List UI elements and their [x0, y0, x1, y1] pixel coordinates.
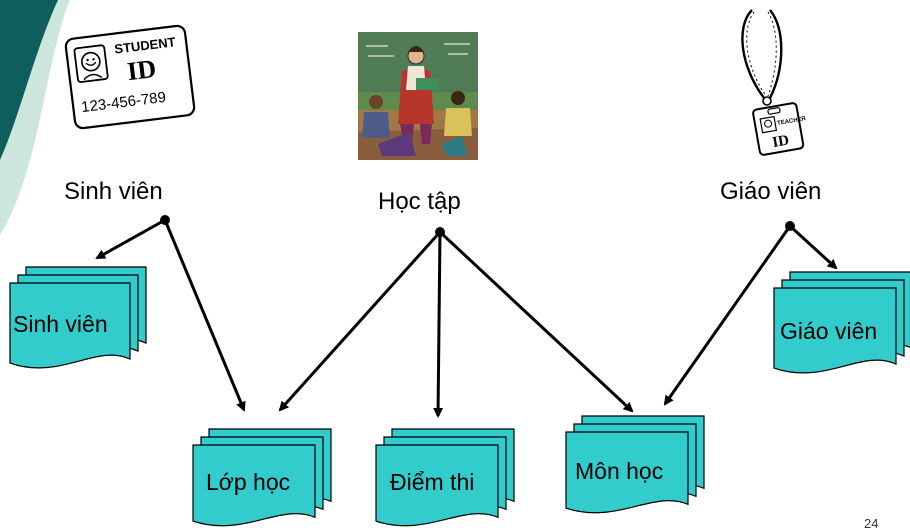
- doc-label-teacher-file: Giáo viên: [780, 318, 878, 344]
- doc-sheet: [565, 431, 689, 514]
- teacher-id-badge-icon: TEACHER ID: [741, 9, 807, 156]
- doc-stack-student-file: [9, 266, 147, 369]
- doc-stack-score-file: [375, 428, 515, 527]
- page-number: 24: [864, 516, 879, 531]
- arrow-study-to-subject: [438, 230, 634, 413]
- arrow-origin-dot: [435, 227, 445, 237]
- doc-label-student-file: Sinh viên: [13, 311, 108, 337]
- doc-sheet: [773, 287, 897, 374]
- arrow-teacher-to-subject: [663, 225, 792, 406]
- doc-sheet: [375, 444, 499, 527]
- doc-label-class-file: Lớp học: [206, 469, 291, 495]
- arrow-study-to-class: [278, 230, 442, 412]
- doc-sheet: [9, 282, 131, 369]
- teacher-badge-id-text: ID: [771, 132, 790, 151]
- doc-sheet: [192, 444, 316, 527]
- doc-stack-teacher-file: [773, 271, 910, 374]
- doc-label-subject-file: Môn học: [575, 458, 664, 484]
- arrow-origin-dot: [785, 221, 795, 231]
- corner-dark-shape: [0, 0, 58, 160]
- entity-label-study: Học tập: [378, 188, 461, 215]
- teacher-badge-top-text: TEACHER: [777, 116, 807, 127]
- entity-label-teacher: Giáo viên: [720, 178, 822, 205]
- student-id-card-icon: STUDENT ID 123-456-789: [64, 24, 196, 130]
- doc-label-score-file: Điểm thi: [390, 469, 475, 495]
- student-card-top-text: STUDENT: [114, 34, 177, 56]
- arrow-student-to-class: [163, 219, 246, 412]
- doc-stack-class-file: [192, 428, 332, 527]
- doc-stack-subject-file: [565, 415, 705, 514]
- arrow-study-to-score: [433, 231, 444, 418]
- arrow-origin-dot: [160, 215, 170, 225]
- student-card-id-text: ID: [126, 54, 158, 86]
- teacher-classroom-picture-icon: [358, 32, 478, 160]
- entity-label-student: Sinh viên: [64, 178, 163, 205]
- arrow-student-to-student-file: [95, 218, 166, 260]
- arrow-teacher-to-teacher-file: [788, 224, 838, 270]
